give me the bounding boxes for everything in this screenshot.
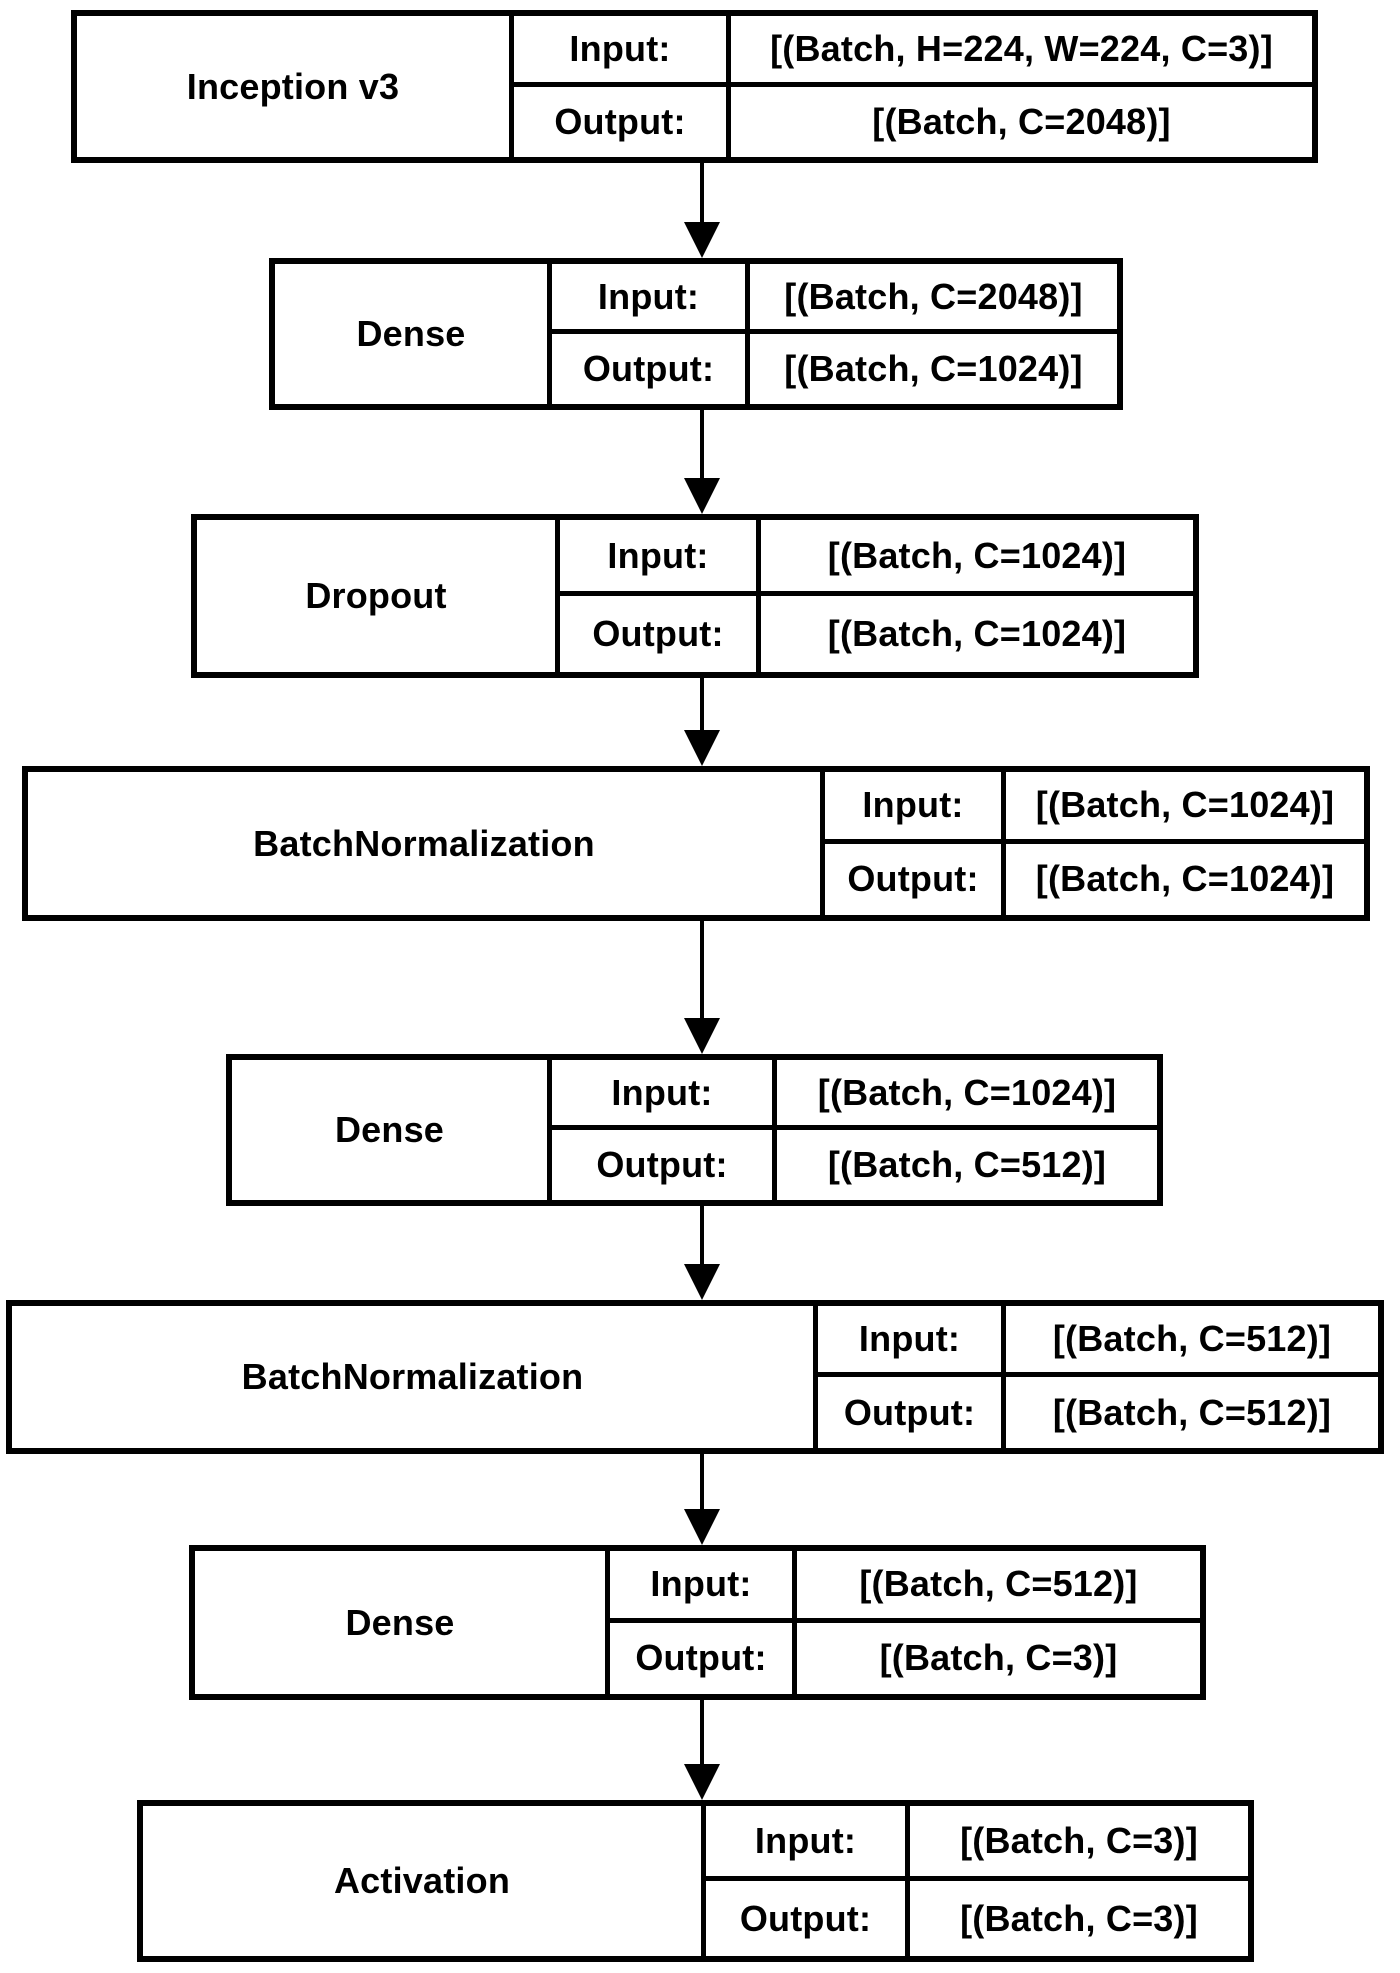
- layer-block-batchnormalization-1: BatchNormalization Input: [(Batch, C=102…: [22, 766, 1370, 921]
- flow-arrow: [682, 678, 722, 766]
- arrowhead-down-icon: [684, 730, 720, 766]
- output-label: Output:: [514, 86, 731, 157]
- output-label: Output:: [706, 1881, 910, 1956]
- output-label: Output:: [552, 1130, 777, 1200]
- input-shape: [(Batch, C=2048)]: [750, 264, 1117, 334]
- arrow-line: [700, 921, 704, 1018]
- layer-block-dropout: Dropout Input: [(Batch, C=1024)] Output:…: [191, 514, 1199, 678]
- flow-arrow: [682, 1700, 722, 1800]
- layer-block-batchnormalization-2: BatchNormalization Input: [(Batch, C=512…: [6, 1300, 1384, 1454]
- layer-block-activation: Activation Input: [(Batch, C=3)] Output:…: [137, 1800, 1254, 1962]
- arrow-line: [700, 163, 704, 222]
- layer-name: Inception v3: [77, 16, 514, 157]
- input-shape: [(Batch, C=512)]: [1006, 1306, 1378, 1377]
- output-label: Output:: [610, 1622, 797, 1694]
- layer-name: Dense: [275, 264, 552, 404]
- output-shape: [(Batch, C=3)]: [879, 1637, 1118, 1679]
- input-shape: [(Batch, C=1024)]: [1006, 772, 1364, 844]
- arrow-line: [700, 678, 704, 730]
- arrow-line: [700, 1454, 704, 1509]
- input-label: Input:: [552, 264, 750, 334]
- arrowhead-down-icon: [684, 222, 720, 258]
- output-shape: [(Batch, C=512)]: [827, 1144, 1107, 1185]
- flow-arrow: [682, 1206, 722, 1300]
- output-shape: [(Batch, C=3)]: [960, 1897, 1198, 1939]
- input-shape: [(Batch, C=1024)]: [777, 1060, 1157, 1130]
- input-label: Input:: [825, 772, 1006, 844]
- input-shape: [(Batch, C=1024)]: [761, 520, 1193, 596]
- output-shape: [(Batch, C=1024)]: [1035, 858, 1335, 900]
- flow-arrow: [682, 163, 722, 258]
- layer-name: Dropout: [197, 520, 560, 672]
- layer-name: Dense: [232, 1060, 552, 1200]
- arrowhead-down-icon: [684, 1764, 720, 1800]
- output-shape: [(Batch, C=512)]: [1052, 1391, 1332, 1433]
- input-shape: [(Batch, H=224, W=224, C=3)]: [731, 16, 1312, 87]
- arrow-line: [700, 410, 704, 478]
- arrowhead-down-icon: [684, 1264, 720, 1300]
- input-label: Input:: [552, 1060, 777, 1130]
- input-label: Input:: [706, 1806, 910, 1881]
- input-label: Input:: [560, 520, 761, 596]
- arrow-line: [700, 1206, 704, 1264]
- output-shape: [(Batch, C=2048)]: [872, 100, 1171, 142]
- flow-arrow: [682, 410, 722, 514]
- input-label: Input:: [818, 1306, 1006, 1377]
- output-shape: [(Batch, C=1024)]: [784, 348, 1083, 389]
- output-label: Output:: [552, 334, 750, 404]
- layer-name: Dense: [195, 1551, 610, 1694]
- input-label: Input:: [610, 1551, 797, 1623]
- arrowhead-down-icon: [684, 1509, 720, 1545]
- layer-name: BatchNormalization: [12, 1306, 818, 1448]
- arrow-line: [700, 1700, 704, 1764]
- layer-block-dense-2: Dense Input: [(Batch, C=1024)] Output: […: [226, 1054, 1163, 1206]
- output-label: Output:: [560, 596, 761, 672]
- layer-name: Activation: [143, 1806, 706, 1956]
- flow-arrow: [682, 921, 722, 1054]
- output-label: Output:: [818, 1377, 1006, 1448]
- layer-block-dense-1: Dense Input: [(Batch, C=2048)] Output: […: [269, 258, 1123, 410]
- arrowhead-down-icon: [684, 478, 720, 514]
- layer-block-inception-v3: Inception v3 Input: [(Batch, H=224, W=22…: [71, 10, 1318, 163]
- layer-name: BatchNormalization: [28, 772, 825, 915]
- arrowhead-down-icon: [684, 1018, 720, 1054]
- input-label: Input:: [514, 16, 731, 87]
- input-shape: [(Batch, C=512)]: [797, 1551, 1200, 1623]
- output-label: Output:: [825, 843, 1006, 915]
- layer-block-dense-3: Dense Input: [(Batch, C=512)] Output: [(…: [189, 1545, 1206, 1700]
- output-shape: [(Batch, C=1024)]: [827, 613, 1127, 654]
- flow-arrow: [682, 1454, 722, 1545]
- input-shape: [(Batch, C=3)]: [910, 1806, 1248, 1881]
